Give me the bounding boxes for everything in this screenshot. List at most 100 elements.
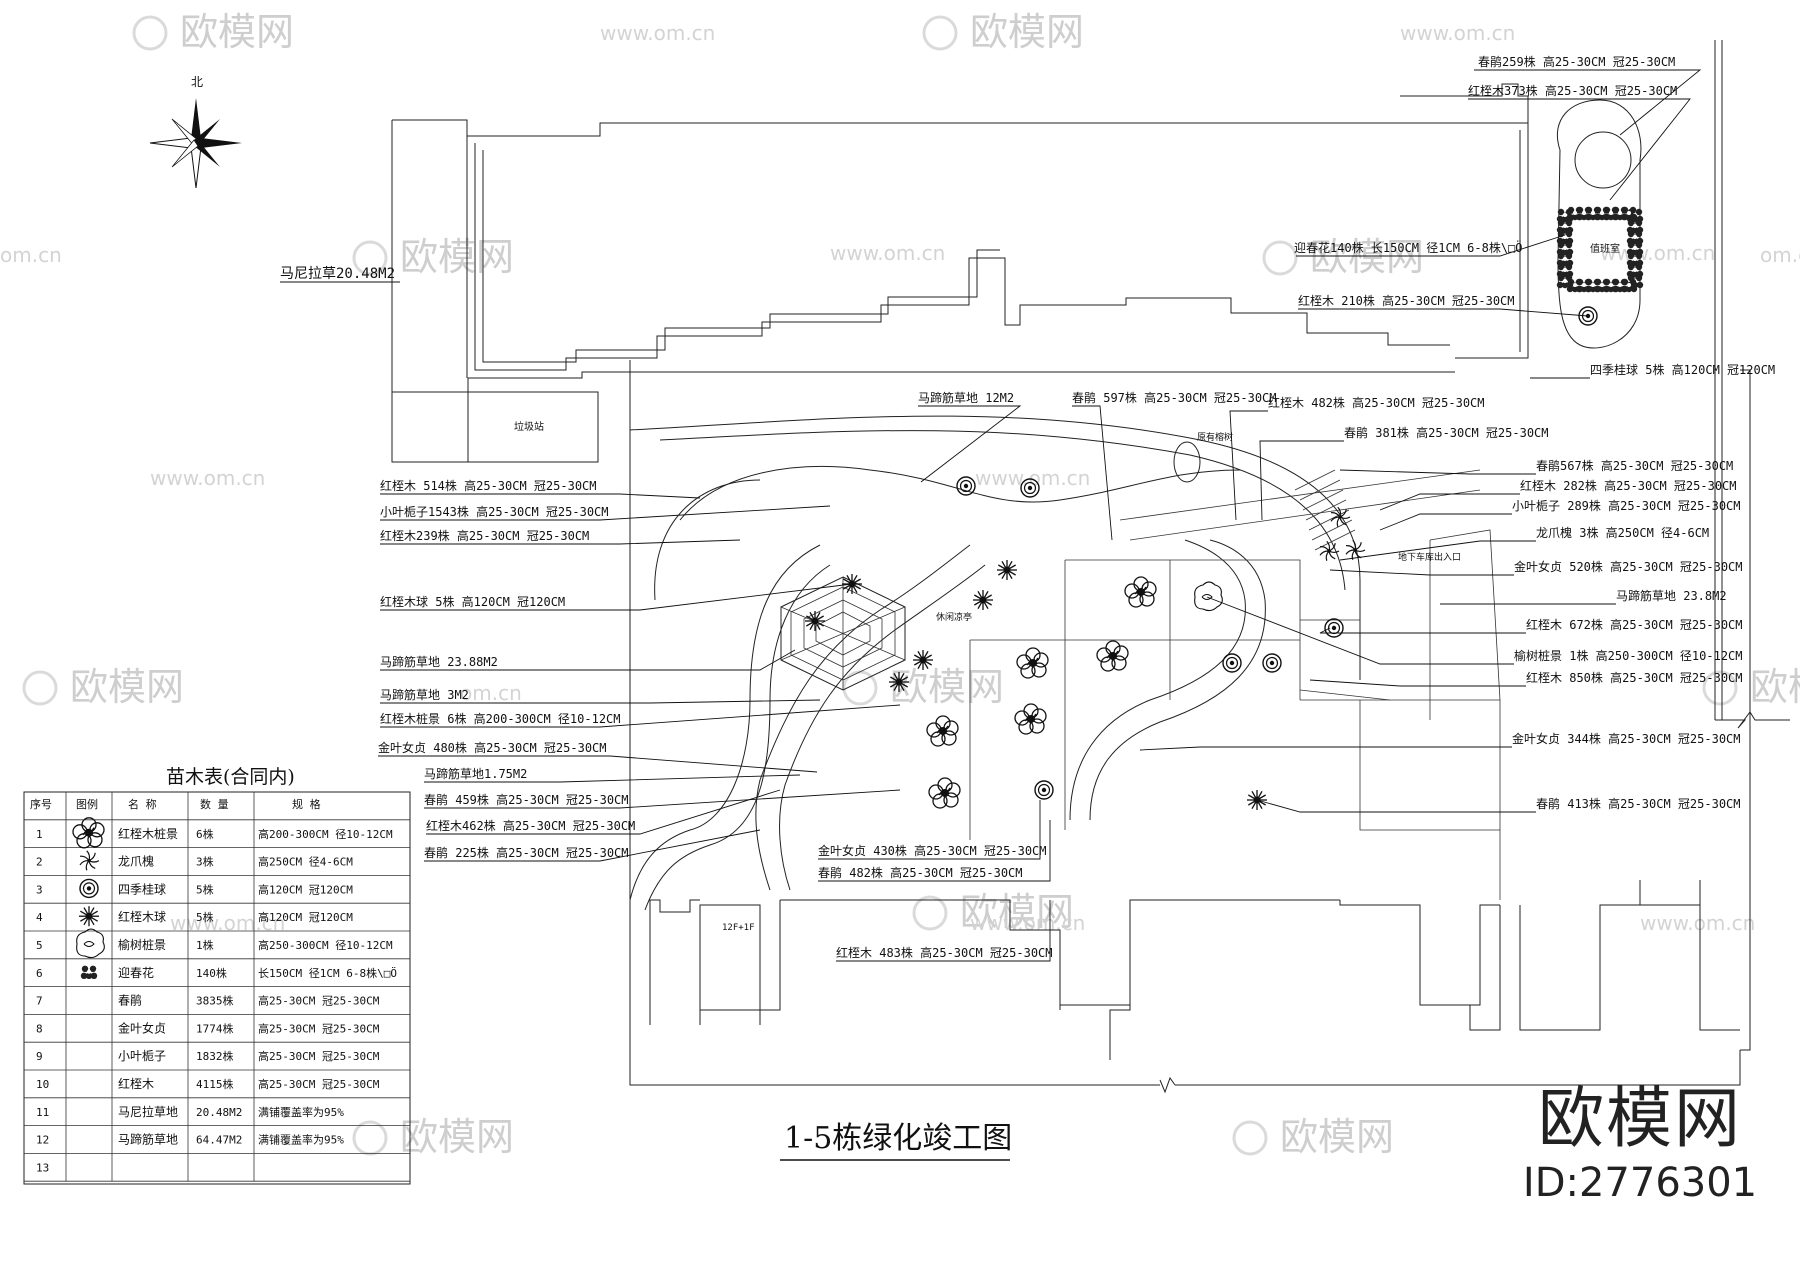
callout: 小叶栀子 289株 高25-30CM 冠25-30CM bbox=[1512, 498, 1741, 513]
sijiguiqiu-icon bbox=[1262, 653, 1282, 673]
callout: 红桎木239株 高25-30CM 冠25-30CM bbox=[380, 528, 589, 543]
table-cell-name: 龙爪槐 bbox=[118, 854, 154, 869]
watermark-url: www.om.cn bbox=[150, 466, 265, 490]
hongjimu-zhuangjing-icon bbox=[1096, 640, 1129, 672]
callout: 春鹃 459株 高25-30CM 冠25-30CM bbox=[424, 792, 629, 807]
yingchunhua-icon bbox=[1556, 219, 1574, 234]
watermark-text: 欧模网 bbox=[400, 1115, 514, 1159]
callout: 红桎木桩景 6株 高200-300CM 径10-12CM bbox=[380, 711, 621, 726]
yingchunhua-icon bbox=[1626, 252, 1644, 267]
garage-exit-label: 地下车库出入口 bbox=[1398, 551, 1461, 563]
callout: 红桎木 482株 高25-30CM 冠25-30CM bbox=[1268, 395, 1485, 410]
table-cell-spec: 高25-30CM 冠25-30CM bbox=[258, 1049, 380, 1063]
site-boundary bbox=[629, 40, 1790, 1094]
yushu-zhuangjing-icon bbox=[1194, 581, 1223, 612]
table-cell-spec: 高200-300CM 径10-12CM bbox=[258, 827, 393, 841]
table-cell-name: 马尼拉草地 bbox=[118, 1104, 178, 1119]
table-row: 13 bbox=[36, 1161, 49, 1174]
watermark-text: 欧模网 bbox=[180, 10, 294, 54]
watermark-text: 欧模网 bbox=[1280, 1115, 1394, 1159]
callout: 马蹄筋草地 12M2 bbox=[918, 390, 1014, 405]
watermark-logo-icon bbox=[132, 15, 168, 51]
pavilion-label: 休闲凉亭 bbox=[936, 611, 972, 623]
pavilion: 休闲凉亭 bbox=[780, 576, 972, 691]
table-cell-no: 3 bbox=[36, 883, 43, 896]
table-cell-no: 13 bbox=[36, 1161, 49, 1174]
callout: 红桎木373株 高25-30CM 冠25-30CM bbox=[1468, 83, 1677, 98]
hongjimu-zhuangjing-icon bbox=[926, 715, 959, 747]
callout: 马蹄筋草地 23.88M2 bbox=[380, 654, 498, 669]
callout: 春鹃 597株 高25-30CM 冠25-30CM bbox=[1072, 390, 1277, 405]
yingchunhua-icon bbox=[1556, 230, 1574, 245]
table-cell-name: 红桎木 bbox=[118, 1076, 154, 1091]
callout: 金叶女贞 344株 高25-30CM 冠25-30CM bbox=[1512, 731, 1741, 746]
hongjimu-zhuangjing-icon bbox=[72, 817, 105, 849]
hongjimu-zhuangjing-icon bbox=[928, 777, 961, 809]
callout: 春鹃567株 高25-30CM 冠25-30CM bbox=[1536, 458, 1733, 473]
table-cell-qty: 20.48M2 bbox=[196, 1106, 242, 1119]
trash-station-label: 垃圾站 bbox=[514, 420, 544, 433]
table-cell-spec: 满铺覆盖率为95% bbox=[258, 1105, 344, 1119]
callout: 金叶女贞 430株 高25-30CM 冠25-30CM bbox=[818, 843, 1047, 858]
watermark-text: 欧模网 bbox=[1310, 235, 1424, 279]
watermark-logo-icon bbox=[352, 240, 388, 276]
callout: 小叶栀子1543株 高25-30CM 冠25-30CM bbox=[380, 504, 609, 519]
table-grid bbox=[24, 792, 410, 1182]
callout: 马蹄筋草地1.75M2 bbox=[424, 766, 527, 781]
table-cell-name: 春鹃 bbox=[118, 993, 142, 1008]
table-cell-spec: 高25-30CM 冠25-30CM bbox=[258, 994, 380, 1008]
yingchunhua-icon bbox=[1620, 278, 1638, 293]
table-header-cell: 图例 bbox=[76, 797, 98, 811]
yingchunhua-icon bbox=[1626, 230, 1644, 245]
north-label: 北 bbox=[191, 75, 203, 89]
longzhuahuai-icon bbox=[1319, 540, 1340, 561]
plan-title: 1-5栋绿化竣工图 bbox=[784, 1121, 1012, 1156]
table-cell-name: 四季桂球 bbox=[118, 881, 166, 896]
table-cell-qty: 3835株 bbox=[196, 994, 234, 1008]
table-header-cell: 规 格 bbox=[292, 797, 321, 811]
table-header-cell: 名 称 bbox=[128, 797, 157, 811]
table-cell-qty: 5株 bbox=[196, 910, 214, 924]
table-cell-no: 4 bbox=[36, 911, 43, 924]
callout: 迎春花140株 长150CM 径1CM 6-8株\□Ö bbox=[1294, 239, 1523, 255]
brand-name: 欧模网 bbox=[1538, 1080, 1742, 1157]
longzhuahuai-icon bbox=[1330, 506, 1351, 527]
drawing-title: 1-5栋绿化竣工图 bbox=[780, 1121, 1012, 1161]
table-cell-name: 榆树桩景 bbox=[118, 937, 166, 952]
table-cell-no: 7 bbox=[36, 995, 43, 1008]
table-cell-name: 红桎木桩景 bbox=[118, 826, 178, 841]
table-cell-no: 12 bbox=[36, 1134, 49, 1147]
watermark-text: 欧模网 bbox=[960, 890, 1074, 934]
yingchunhua-icon bbox=[1556, 263, 1574, 278]
table-header: 序号 图例 名 称 数 量 规 格 bbox=[30, 797, 321, 811]
watermark-text: 欧模网 bbox=[890, 665, 1004, 709]
callout: 红桎木 210株 高25-30CM 冠25-30CM bbox=[1298, 293, 1515, 308]
sijiguiqiu-icon bbox=[1324, 618, 1344, 638]
table-cell-no: 8 bbox=[36, 1022, 43, 1035]
watermark-url: www.om.cn bbox=[975, 466, 1090, 490]
sijiguiqiu-icon bbox=[956, 476, 976, 496]
table-cell-no: 10 bbox=[36, 1078, 49, 1091]
watermark-logo-icon bbox=[1262, 240, 1298, 276]
existing-tree-label: 原有榕树 bbox=[1197, 431, 1233, 443]
table-cell-no: 5 bbox=[36, 939, 43, 952]
callout: 春鹃 225株 高25-30CM 冠25-30CM bbox=[424, 845, 629, 860]
table-cell-name: 金叶女贞 bbox=[118, 1020, 166, 1035]
existing-tree: 原有榕树 bbox=[1173, 431, 1233, 483]
brand-id: ID:2776301 bbox=[1522, 1160, 1758, 1206]
hongjimuqiu-icon bbox=[913, 650, 933, 670]
sijiguiqiu-icon bbox=[1020, 478, 1040, 498]
watermark-logo-icon bbox=[352, 1120, 388, 1156]
table-cell-spec: 高250-300CM 径10-12CM bbox=[258, 938, 393, 952]
watermark-text: 欧模网 bbox=[970, 10, 1084, 54]
yingchunhua-icon bbox=[1556, 241, 1574, 256]
watermark-url: www.om.cn bbox=[1600, 241, 1715, 265]
